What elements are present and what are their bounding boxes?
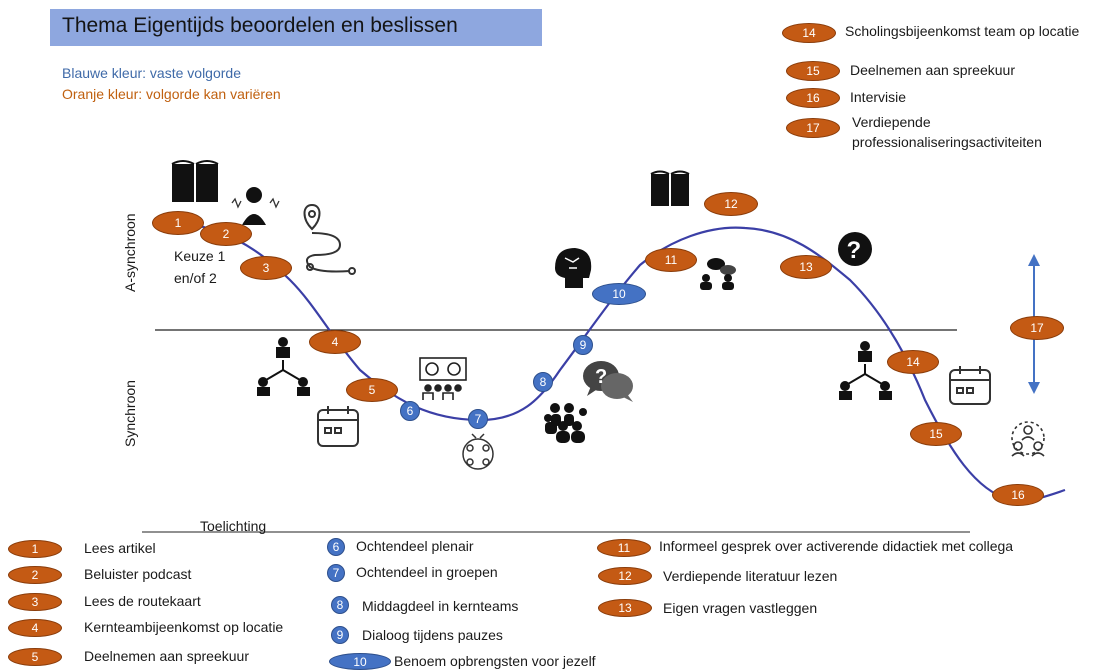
legend-text-2: Beluister podcast [84,566,192,582]
choice-note-1: Keuze 1 [174,248,226,264]
support-circle-icon [1011,421,1045,457]
arrow-down-head [1028,382,1040,394]
crowd-icon [544,403,587,443]
team-hierarchy-icon-2 [839,341,892,400]
top-list-text-17: Verdiepende [852,114,931,130]
legend-badge-2: 2 [8,566,62,584]
group-discussion-icon [462,433,494,470]
curve-badge-8: 8 [533,372,553,392]
legend-text-10: Benoem opbrengsten voor jezelf [394,653,596,669]
top-list-text-14: Scholingsbijeenkomst team op locatie [845,23,1080,39]
svg-text:?: ? [595,366,607,388]
curve-badge-15: 15 [910,422,962,446]
legend-text-3: Lees de routekaart [84,593,201,609]
top-list-badge-17: 17 [786,118,840,138]
curve-badge-16: 16 [992,484,1044,506]
curve-badge-7: 7 [468,409,488,429]
curve-badge-5: 5 [346,378,398,402]
curve-badge-13: 13 [780,255,832,279]
top-list-badge-15: 15 [786,61,840,81]
curve-badge-4: 4 [309,330,361,354]
legend-text-8: Middagdeel in kernteams [362,598,519,614]
legend-badge-13: 13 [598,599,652,617]
curve-badge-3: 3 [240,256,292,280]
legend-badge-9: 9 [331,626,349,644]
legend-orange: Oranje kleur: volgorde kan variëren [62,86,281,102]
curve-badge-10: 10 [592,283,646,305]
legend-badge-11: 11 [597,539,651,557]
choice-note-2: en/of 2 [174,270,217,286]
question-icon: ? [838,232,872,266]
legend-text-9: Dialoog tijdens pauzes [362,627,503,643]
brain-icon [555,248,592,288]
curve-badge-17: 17 [1010,316,1064,340]
legend-text-11: Informeel gesprek over activerende didac… [659,538,1014,554]
top-list-text-17b: professionaliseringsactiviteiten [852,134,1042,150]
legend-text-4: Kernteambijeenkomst op locatie [84,619,284,635]
legend-text-13: Eigen vragen vastleggen [663,600,818,616]
curve-badge-12: 12 [704,192,758,216]
curve-badge-1: 1 [152,211,204,235]
title-banner [50,9,542,46]
legend-text-5: Deelnemen aan spreekuur [84,648,249,664]
question-chat-icon: ? [583,361,633,402]
conversation-icon [700,258,736,290]
legend-badge-12: 12 [598,567,652,585]
podcast-icon [231,187,280,225]
book-icon [171,160,219,202]
top-list-text-16: Intervisie [850,89,907,105]
presentation-icon [419,357,467,400]
legend-blue: Blauwe kleur: vaste volgorde [62,65,241,81]
curve-badge-2: 2 [200,222,252,246]
legend-text-12: Verdiepende literatuur lezen [663,568,838,584]
calendar-icon-2 [949,366,991,405]
legend-badge-4: 4 [8,619,62,637]
legend-badge-8: 8 [331,596,349,614]
curve-badge-6: 6 [400,401,420,421]
diagram-title: Thema Eigentijds beoordelen en beslissen [62,14,458,37]
legend-badge-3: 3 [8,593,62,611]
legend-text-6: Ochtendeel plenair [356,538,474,554]
book-icon-2 [650,170,690,206]
top-list-badge-14: 14 [782,23,836,43]
legend-badge-7: 7 [327,564,345,582]
top-list-badge-16: 16 [786,88,840,108]
curve-badge-11: 11 [645,248,697,272]
legend-badge-6: 6 [327,538,345,556]
team-hierarchy-icon [257,337,310,396]
legend-text-7: Ochtendeel in groepen [356,564,498,580]
legend-badge-1: 1 [8,540,62,558]
toelichting-label: Toelichting [200,518,267,534]
legend-badge-5: 5 [8,648,62,666]
route-map-icon [303,203,356,275]
svg-text:?: ? [847,237,862,264]
arrow-up-head [1028,254,1040,266]
calendar-icon [317,406,359,447]
legend-text-1: Lees artikel [84,540,156,556]
curve-badge-14: 14 [887,350,939,374]
top-list-text-15: Deelnemen aan spreekuur [850,62,1015,78]
legend-badge-10: 10 [329,653,391,670]
curve-badge-9: 9 [573,335,593,355]
